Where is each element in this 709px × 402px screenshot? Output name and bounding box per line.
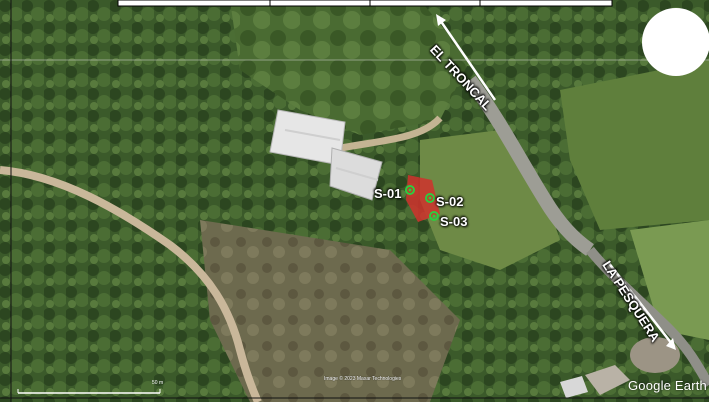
dirt-path-north — [329, 115, 443, 154]
study-plot — [406, 175, 440, 222]
road-east — [464, 75, 594, 256]
road-southeast — [586, 246, 709, 388]
imagery-attribution: Image © 2023 Maxar Technologies — [324, 376, 402, 382]
site-marker-s03 — [429, 211, 439, 221]
field-east — [560, 60, 709, 230]
google-earth-watermark: Google Earth — [627, 378, 707, 393]
site-label-s03: S-03 — [440, 214, 468, 229]
arrow-pesquera-icon — [607, 261, 673, 345]
field-north — [230, 0, 470, 135]
site-marker-s01 — [405, 185, 415, 195]
north-arrow-icon — [642, 8, 709, 76]
scale-label: 50 m — [152, 380, 164, 386]
site-label-s01: S-01 — [374, 186, 402, 201]
header-box — [117, 0, 613, 7]
site-marker-s02 — [425, 193, 435, 203]
field-southeast — [630, 220, 709, 340]
roof-southeast — [585, 365, 630, 395]
site-label-s02: S-02 — [436, 194, 464, 209]
dry-scrub — [200, 220, 460, 402]
dirt-road-west — [0, 166, 262, 402]
